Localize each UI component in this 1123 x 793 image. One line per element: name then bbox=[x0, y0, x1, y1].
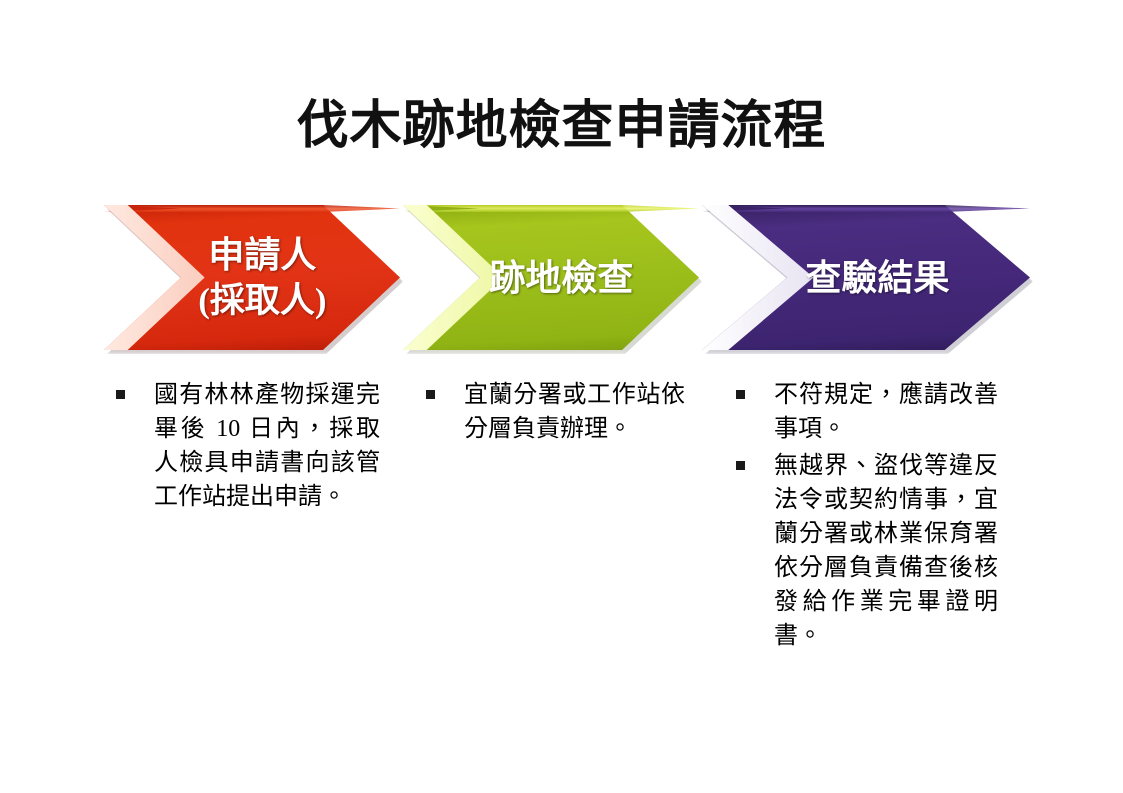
list-item: 不符規定，應請改善事項。 bbox=[730, 378, 998, 446]
step-details-applicant: 國有林林產物採運完畢後 10 日內，採取人檢具申請書向該管工作站提出申請。 bbox=[110, 378, 380, 517]
list-item: 無越界、盜伐等違反法令或契約情事，宜蘭分署或林業保育署依分層負責備查後核發給作業… bbox=[730, 449, 998, 653]
list-item-text: 國有林林產物採運完畢後 10 日內，採取人檢具申請書向該管工作站提出申請。 bbox=[154, 382, 380, 510]
process-step-applicant[interactable]: 申請人 (採取人) bbox=[104, 205, 403, 354]
bullet-list: 宜蘭分署或工作站依分層負責辦理。 bbox=[420, 378, 685, 446]
bullet-list: 國有林林產物採運完畢後 10 日內，採取人檢具申請書向該管工作站提出申請。 bbox=[110, 378, 380, 514]
process-step-label-line1: 申請人 bbox=[208, 234, 317, 275]
list-item: 國有林林產物採運完畢後 10 日內，採取人檢具申請書向該管工作站提出申請。 bbox=[110, 378, 380, 514]
process-flow-diagram: 申請人 (採取人) 跡地檢查 查驗結果 bbox=[0, 205, 1123, 357]
step-details-inspection: 宜蘭分署或工作站依分層負責辦理。 bbox=[420, 378, 685, 449]
chevron-top-bevel bbox=[403, 205, 699, 212]
square-bullet-icon bbox=[116, 390, 125, 399]
list-item-text: 無越界、盜伐等違反法令或契約情事，宜蘭分署或林業保育署依分層負責備查後核發給作業… bbox=[774, 453, 998, 649]
process-step-label-line1: 跡地檢查 bbox=[489, 257, 634, 298]
page-title: 伐木跡地檢查申請流程 bbox=[296, 97, 827, 155]
list-item-text: 宜蘭分署或工作站依分層負責辦理。 bbox=[464, 382, 685, 442]
list-item-text: 不符規定，應請改善事項。 bbox=[774, 382, 998, 442]
list-item: 宜蘭分署或工作站依分層負責辦理。 bbox=[420, 378, 685, 446]
process-step-inspection[interactable]: 跡地檢查 bbox=[403, 205, 702, 354]
process-step-label-line1: 查驗結果 bbox=[805, 257, 950, 298]
step-details-result: 不符規定，應請改善事項。 無越界、盜伐等違反法令或契約情事，宜蘭分署或林業保育署… bbox=[730, 378, 998, 656]
square-bullet-icon bbox=[426, 390, 435, 399]
square-bullet-icon bbox=[736, 390, 745, 399]
square-bullet-icon bbox=[736, 461, 745, 470]
bullet-list: 不符規定，應請改善事項。 無越界、盜伐等違反法令或契約情事，宜蘭分署或林業保育署… bbox=[730, 378, 998, 653]
process-step-label: 查驗結果 bbox=[702, 205, 1030, 350]
chevron-top-bevel bbox=[702, 205, 1030, 212]
process-step-label: 申請人 (採取人) bbox=[104, 205, 400, 350]
chevron-top-bevel bbox=[104, 205, 400, 212]
process-step-label-line2: (採取人) bbox=[198, 280, 327, 320]
process-step-label: 跡地檢查 bbox=[403, 205, 699, 350]
process-step-result[interactable]: 查驗結果 bbox=[702, 205, 1033, 354]
